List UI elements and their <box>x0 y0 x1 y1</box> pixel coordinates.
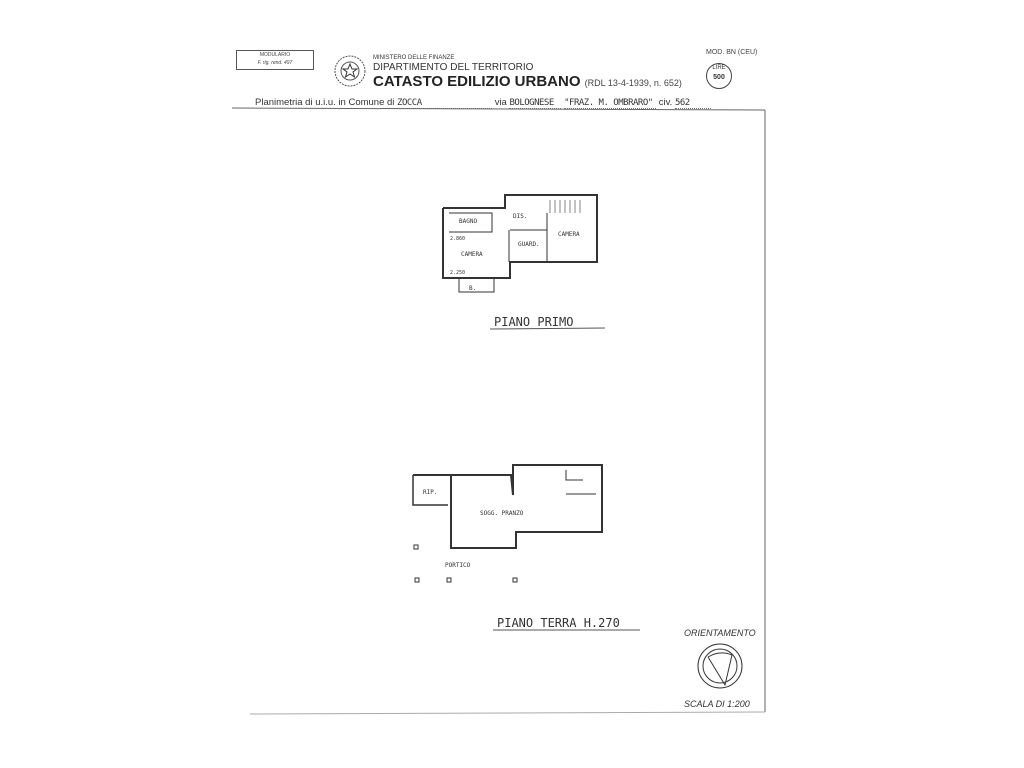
revenue-stamp: LIRE 500 <box>706 63 732 89</box>
law-reference: (RDL 13-4-1939, n. 652) <box>584 78 682 88</box>
civ-value: 562 <box>674 98 711 109</box>
document-title: CATASTO EDILIZIO URBANO (RDL 13-4-1939, … <box>373 73 682 90</box>
height-label-1: 2.860 <box>450 236 465 242</box>
north-arrow-icon <box>697 643 743 689</box>
ground-floor-title: PIANO TERRA H.270 <box>497 616 620 630</box>
first-floor-title: PIANO PRIMO <box>494 315 573 329</box>
room-label-balcony: B. <box>469 285 476 292</box>
ground-floor-plan <box>412 464 603 549</box>
department-label: DIPARTIMENTO DEL TERRITORIO <box>373 62 534 73</box>
orientation-label: ORIENTAMENTO <box>684 628 756 638</box>
room-label-guard: GUARD. <box>518 241 540 248</box>
height-label-2: 2.250 <box>450 270 465 276</box>
portico-pillars <box>413 544 518 583</box>
stamp-value: 500 <box>713 74 725 81</box>
first-floor-title-underline <box>489 327 606 330</box>
room-label-camera-1: CAMERA <box>461 251 483 258</box>
room-label-camera-2: CAMERA <box>558 231 580 238</box>
sheet-top-border <box>231 107 766 111</box>
model-code: MOD. BN (CEU) <box>706 49 758 56</box>
address-prefix: Planimetria di u.i.u. in Comune di <box>255 97 395 108</box>
svg-text:SCALA DI 1:200: SCALA DI 1:200 <box>684 699 750 709</box>
address-line: Planimetria di u.i.u. in Comune di ZOCCA… <box>255 97 711 109</box>
room-label-portico: PORTICO <box>445 562 471 569</box>
ground-floor-labels: RIP. SOGG. PRANZO PORTICO <box>423 489 524 569</box>
modulario-box: MODULARIO F. rig. rend. 497 <box>236 50 314 70</box>
ministry-label: MINISTERO DELLE FINANZE <box>373 55 455 61</box>
room-label-rip: RIP. <box>423 489 437 496</box>
title-text: CATASTO EDILIZIO URBANO <box>373 73 581 90</box>
first-floor-plan <box>442 194 598 293</box>
frazione-value: "FRAZ. M. OMBRARO" <box>564 98 657 109</box>
via-value: BOLOGNESE <box>509 98 562 109</box>
scale-value: 200 <box>734 699 750 709</box>
room-label-bagno: BAGNO <box>459 218 477 225</box>
room-label-dis: DIS. <box>513 213 527 220</box>
stamp-label: LIRE <box>712 65 726 71</box>
room-label-sogg-pranzo: SOGG. PRANZO <box>480 510 524 517</box>
scale-label: SCALA DI 1:200 <box>684 699 750 709</box>
civ-label: civ. <box>658 97 673 108</box>
modulario-label: MODULARIO <box>259 52 291 58</box>
scale-prefix: SCALA DI 1: <box>684 699 735 709</box>
republic-emblem-icon <box>334 55 366 87</box>
via-label: via <box>494 97 507 108</box>
sheet-bottom-border <box>249 711 766 715</box>
modulario-ref: F. rig. rend. 497 <box>257 60 293 66</box>
first-floor-labels: BAGNO DIS. CAMERA GUARD. CAMERA B. 2.860… <box>450 213 580 292</box>
